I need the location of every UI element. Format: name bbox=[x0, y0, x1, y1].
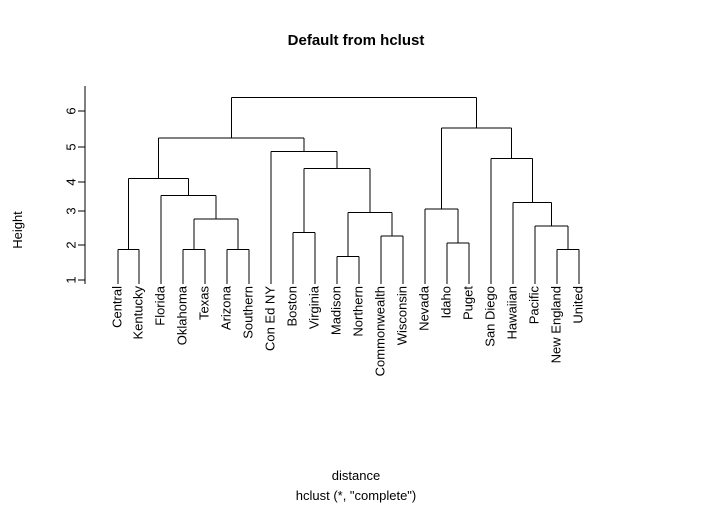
y-axis-tick-label: 6 bbox=[63, 107, 78, 114]
leaf-label: Madison bbox=[328, 286, 343, 335]
x-caption-line2: hclust (*, "complete") bbox=[296, 488, 417, 503]
y-axis-tick-label: 5 bbox=[63, 143, 78, 150]
x-caption-line1: distance bbox=[332, 468, 380, 483]
leaf-label: Texas bbox=[196, 286, 211, 320]
leaf-label: Commonwealth bbox=[372, 286, 387, 376]
leaf-label: Oklahoma bbox=[174, 285, 189, 345]
leaf-label: Southern bbox=[240, 286, 255, 339]
y-axis-tick-label: 4 bbox=[63, 178, 78, 185]
y-axis-tick-label: 1 bbox=[63, 276, 78, 283]
leaf-label: Northern bbox=[350, 286, 365, 337]
leaf-label: United bbox=[570, 286, 585, 324]
leaf-label: Kentucky bbox=[130, 286, 145, 340]
leaf-label: Nevada bbox=[416, 285, 431, 331]
leaf-label: Boston bbox=[284, 286, 299, 326]
y-axis-tick-label: 2 bbox=[63, 241, 78, 248]
leaf-label: Central bbox=[109, 286, 124, 328]
plot-title: Default from hclust bbox=[288, 32, 425, 49]
y-axis-tick-label: 3 bbox=[63, 207, 78, 214]
y-axis: 6 5 4 3 2 1 bbox=[63, 86, 86, 284]
leaf-label: Wisconsin bbox=[394, 286, 409, 345]
leaf-label: Con Ed NY bbox=[262, 286, 277, 351]
leaf-label: Pacific bbox=[526, 286, 541, 325]
dendrogram-links bbox=[117, 96, 580, 284]
leaf-label: Florida bbox=[152, 285, 167, 326]
leaf-labels: Central Kentucky Florida Oklahoma Texas Arizo… bbox=[109, 285, 585, 376]
leaf-label: New England bbox=[548, 286, 563, 363]
leaf-label: Arizona bbox=[218, 285, 233, 330]
leaf-label: Puget bbox=[460, 286, 475, 320]
leaf-label: Virginia bbox=[306, 285, 321, 329]
leaf-label: Hawaiian bbox=[504, 286, 519, 339]
leaf-label: Idaho bbox=[438, 286, 453, 319]
y-axis-label: Height bbox=[10, 211, 25, 249]
leaf-label: San Diego bbox=[482, 286, 497, 347]
